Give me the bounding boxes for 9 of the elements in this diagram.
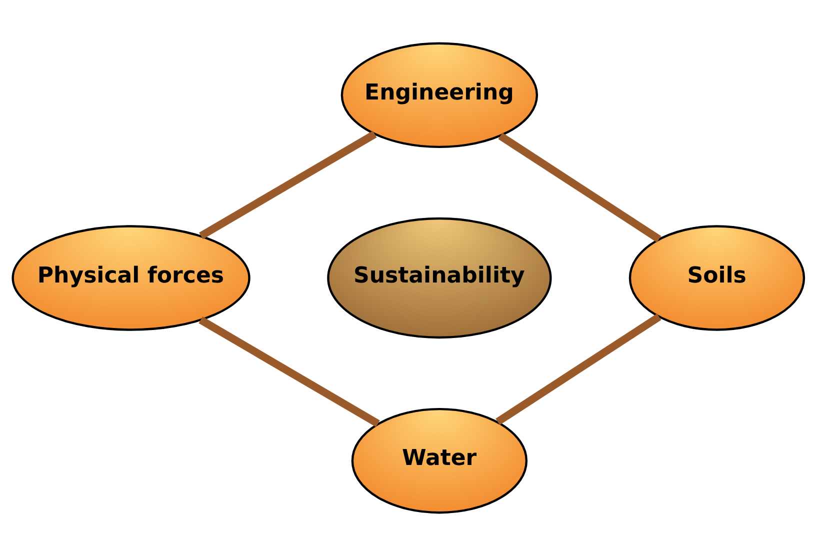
connector (496, 313, 662, 425)
node-ellipse: Soils (628, 224, 806, 330)
node-ellipse: Sustainability (327, 216, 552, 338)
connector (498, 132, 662, 242)
node-ellipse: Engineering (340, 42, 538, 148)
connector (199, 130, 377, 239)
connector (198, 316, 380, 427)
node-ellipse: Water (351, 407, 528, 514)
node-ellipse: Physical forces (12, 224, 250, 330)
